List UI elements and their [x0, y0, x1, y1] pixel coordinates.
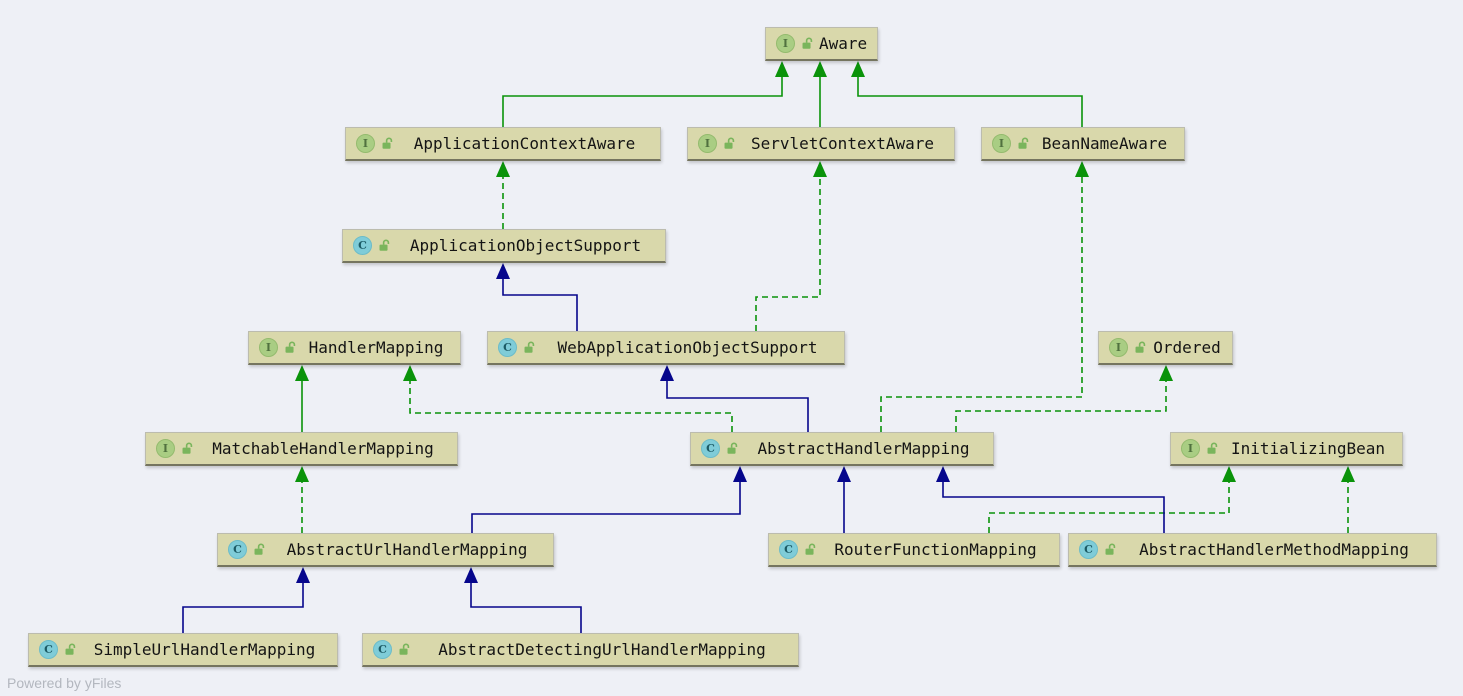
- interface-icon: I: [1181, 439, 1200, 458]
- edge-abstract_handler_method_mapping-extends-abstract_handler_mapping: [936, 466, 1165, 533]
- edge-abstract_url_handler_mapping-implements-matchable_handler_mapping: [295, 466, 309, 533]
- edge-abstract_handler_mapping-implements-bean_name_aware: [880, 161, 1089, 432]
- node-application_context_aware[interactable]: I ApplicationContextAware: [345, 127, 661, 161]
- lock-icon: [378, 239, 391, 252]
- edge-abstract_handler_mapping-extends-web_application_object_support: [660, 365, 809, 432]
- node-label: SimpleUrlHandlerMapping: [93, 640, 316, 659]
- edge-abstract_handler_mapping-implements-ordered: [955, 365, 1173, 432]
- edge-application_context_aware-extends-aware: [502, 61, 789, 127]
- interface-icon: I: [698, 134, 717, 153]
- interface-icon: I: [259, 338, 278, 357]
- lock-icon: [801, 37, 814, 50]
- node-label: AbstractHandlerMethodMapping: [1139, 540, 1409, 559]
- node-label: AbstractUrlHandlerMapping: [286, 540, 528, 559]
- edge-servlet_context_aware-extends-aware: [813, 61, 827, 127]
- node-bean_name_aware[interactable]: I BeanNameAware: [981, 127, 1185, 161]
- lock-icon: [726, 442, 739, 455]
- interface-icon: I: [156, 439, 175, 458]
- class-icon: C: [1079, 540, 1098, 559]
- edge-abstract_handler_mapping-implements-handler_mapping: [403, 365, 733, 432]
- node-label: HandlerMapping: [308, 338, 444, 357]
- edge-router_function_mapping-extends-abstract_handler_mapping: [837, 466, 851, 533]
- edge-matchable_handler_mapping-extends-handler_mapping: [295, 365, 309, 432]
- node-matchable_handler_mapping[interactable]: I MatchableHandlerMapping: [145, 432, 458, 466]
- class-icon: C: [498, 338, 517, 357]
- node-label: ServletContextAware: [750, 134, 935, 153]
- node-label: AbstractDetectingUrlHandlerMapping: [438, 640, 766, 659]
- edge-simple_url_handler_mapping-extends-abstract_url_handler_mapping: [182, 567, 310, 633]
- node-simple_url_handler_mapping[interactable]: C SimpleUrlHandlerMapping: [28, 633, 338, 667]
- node-label: Ordered: [1153, 338, 1221, 357]
- interface-icon: I: [356, 134, 375, 153]
- node-application_object_support[interactable]: C ApplicationObjectSupport: [342, 229, 666, 263]
- node-label: AbstractHandlerMapping: [757, 439, 970, 458]
- node-web_application_object_support[interactable]: C WebApplicationObjectSupport: [487, 331, 845, 365]
- edge-bean_name_aware-extends-aware: [851, 61, 1083, 127]
- lock-icon: [181, 442, 194, 455]
- class-icon: C: [39, 640, 58, 659]
- node-ordered[interactable]: I Ordered: [1098, 331, 1233, 365]
- node-aware[interactable]: I Aware: [765, 27, 878, 61]
- edge-router_function_mapping-implements-initializing_bean: [988, 466, 1236, 533]
- lock-icon: [1104, 543, 1117, 556]
- class-icon: C: [373, 640, 392, 659]
- node-abstract_detecting_url_handler_mapping[interactable]: C AbstractDetectingUrlHandlerMapping: [362, 633, 799, 667]
- class-icon: C: [228, 540, 247, 559]
- edge-web_application_object_support-extends-application_object_support: [496, 263, 578, 331]
- lock-icon: [64, 643, 77, 656]
- node-label: WebApplicationObjectSupport: [557, 338, 818, 357]
- class-icon: C: [353, 236, 372, 255]
- lock-icon: [723, 137, 736, 150]
- node-label: Aware: [819, 34, 868, 53]
- class-icon: C: [701, 439, 720, 458]
- node-handler_mapping[interactable]: I HandlerMapping: [248, 331, 461, 365]
- node-label: ApplicationObjectSupport: [409, 236, 642, 255]
- lock-icon: [284, 341, 297, 354]
- node-abstract_handler_mapping[interactable]: C AbstractHandlerMapping: [690, 432, 994, 466]
- node-label: InitializingBean: [1230, 439, 1386, 458]
- lock-icon: [1134, 341, 1147, 354]
- lock-icon: [381, 137, 394, 150]
- node-abstract_handler_method_mapping[interactable]: C AbstractHandlerMethodMapping: [1068, 533, 1437, 567]
- node-abstract_url_handler_mapping[interactable]: C AbstractUrlHandlerMapping: [217, 533, 554, 567]
- node-label: BeanNameAware: [1041, 134, 1168, 153]
- lock-icon: [804, 543, 817, 556]
- class-icon: C: [779, 540, 798, 559]
- node-label: ApplicationContextAware: [413, 134, 636, 153]
- interface-icon: I: [776, 34, 795, 53]
- interface-icon: I: [992, 134, 1011, 153]
- lock-icon: [523, 341, 536, 354]
- node-label: MatchableHandlerMapping: [212, 439, 434, 458]
- lock-icon: [253, 543, 266, 556]
- node-initializing_bean[interactable]: I InitializingBean: [1170, 432, 1403, 466]
- edge-abstract_detecting_url_handler_mapping-extends-abstract_url_handler_mapping: [464, 567, 582, 633]
- lock-icon: [1206, 442, 1219, 455]
- edge-application_object_support-implements-application_context_aware: [496, 161, 510, 229]
- interface-icon: I: [1109, 338, 1128, 357]
- lock-icon: [398, 643, 411, 656]
- edge-abstract_handler_method_mapping-implements-initializing_bean: [1341, 466, 1355, 533]
- edge-abstract_url_handler_mapping-extends-abstract_handler_mapping: [471, 466, 747, 533]
- node-label: RouterFunctionMapping: [834, 540, 1037, 559]
- node-router_function_mapping[interactable]: C RouterFunctionMapping: [768, 533, 1060, 567]
- yfiles-watermark: Powered by yFiles: [7, 675, 122, 691]
- node-servlet_context_aware[interactable]: I ServletContextAware: [687, 127, 955, 161]
- lock-icon: [1017, 137, 1030, 150]
- edge-web_application_object_support-implements-servlet_context_aware: [755, 161, 827, 331]
